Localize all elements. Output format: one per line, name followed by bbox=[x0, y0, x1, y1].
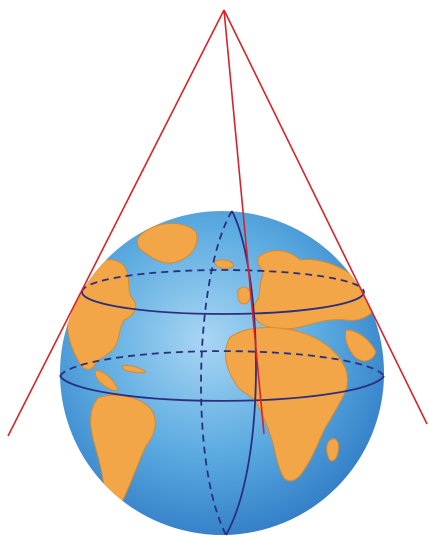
british-isles-landmass bbox=[238, 287, 250, 304]
globe bbox=[60, 211, 384, 535]
europe-landmass bbox=[253, 251, 378, 329]
